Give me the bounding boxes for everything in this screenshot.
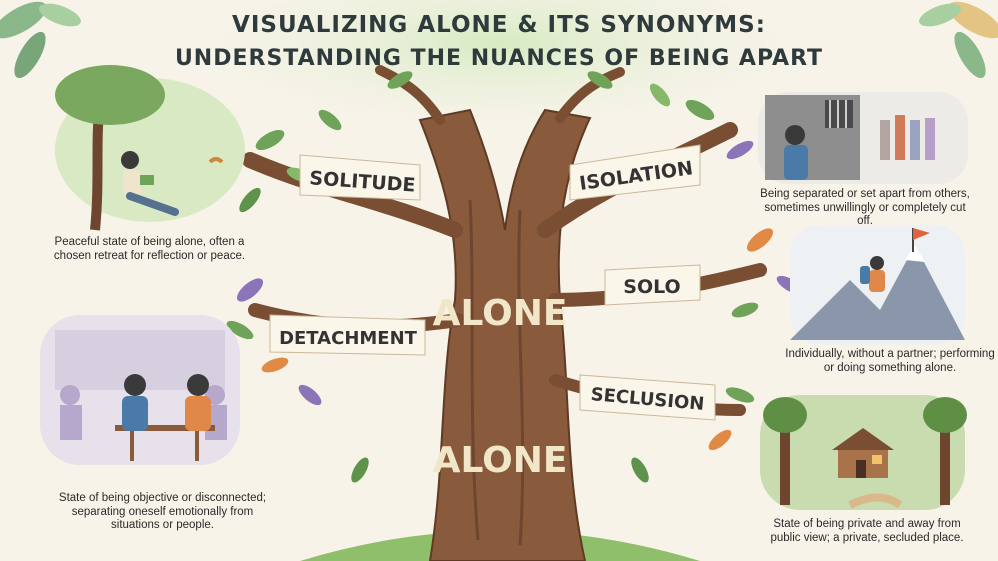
canopy-glow <box>200 0 800 145</box>
title-line-2: UNDERSTANDING THE NUANCES OF BEING APART <box>174 46 824 71</box>
solitude-illustration <box>55 65 245 231</box>
center-word-bottom: ALONE <box>433 440 568 481</box>
center-word-top: ALONE <box>433 293 568 334</box>
detachment-illustration <box>40 315 240 465</box>
seclusion-illustration <box>760 395 967 510</box>
isolation-description: Being separated or set apart from others… <box>760 188 970 227</box>
corner-leaves-left <box>0 1 81 79</box>
solo-description: Individually, without a partner; perform… <box>785 348 995 374</box>
corner-leaves-right <box>919 1 998 79</box>
isolation-illustration <box>758 92 968 184</box>
solitude-description: Peaceful state of being alone, often a c… <box>53 236 246 262</box>
solo-illustration <box>790 225 965 345</box>
title-line-1: VISUALIZING ALONE & ITS SYNONYMS: <box>232 12 766 38</box>
detachment-description: State of being objective or disconnected… <box>58 492 267 531</box>
label-banners <box>269 144 716 421</box>
seclusion-description: State of being private and away from pub… <box>770 518 964 544</box>
label-detachment: DETACHMENT <box>279 328 418 349</box>
label-solo: SOLO <box>623 276 680 298</box>
tree-trunk <box>418 108 592 561</box>
